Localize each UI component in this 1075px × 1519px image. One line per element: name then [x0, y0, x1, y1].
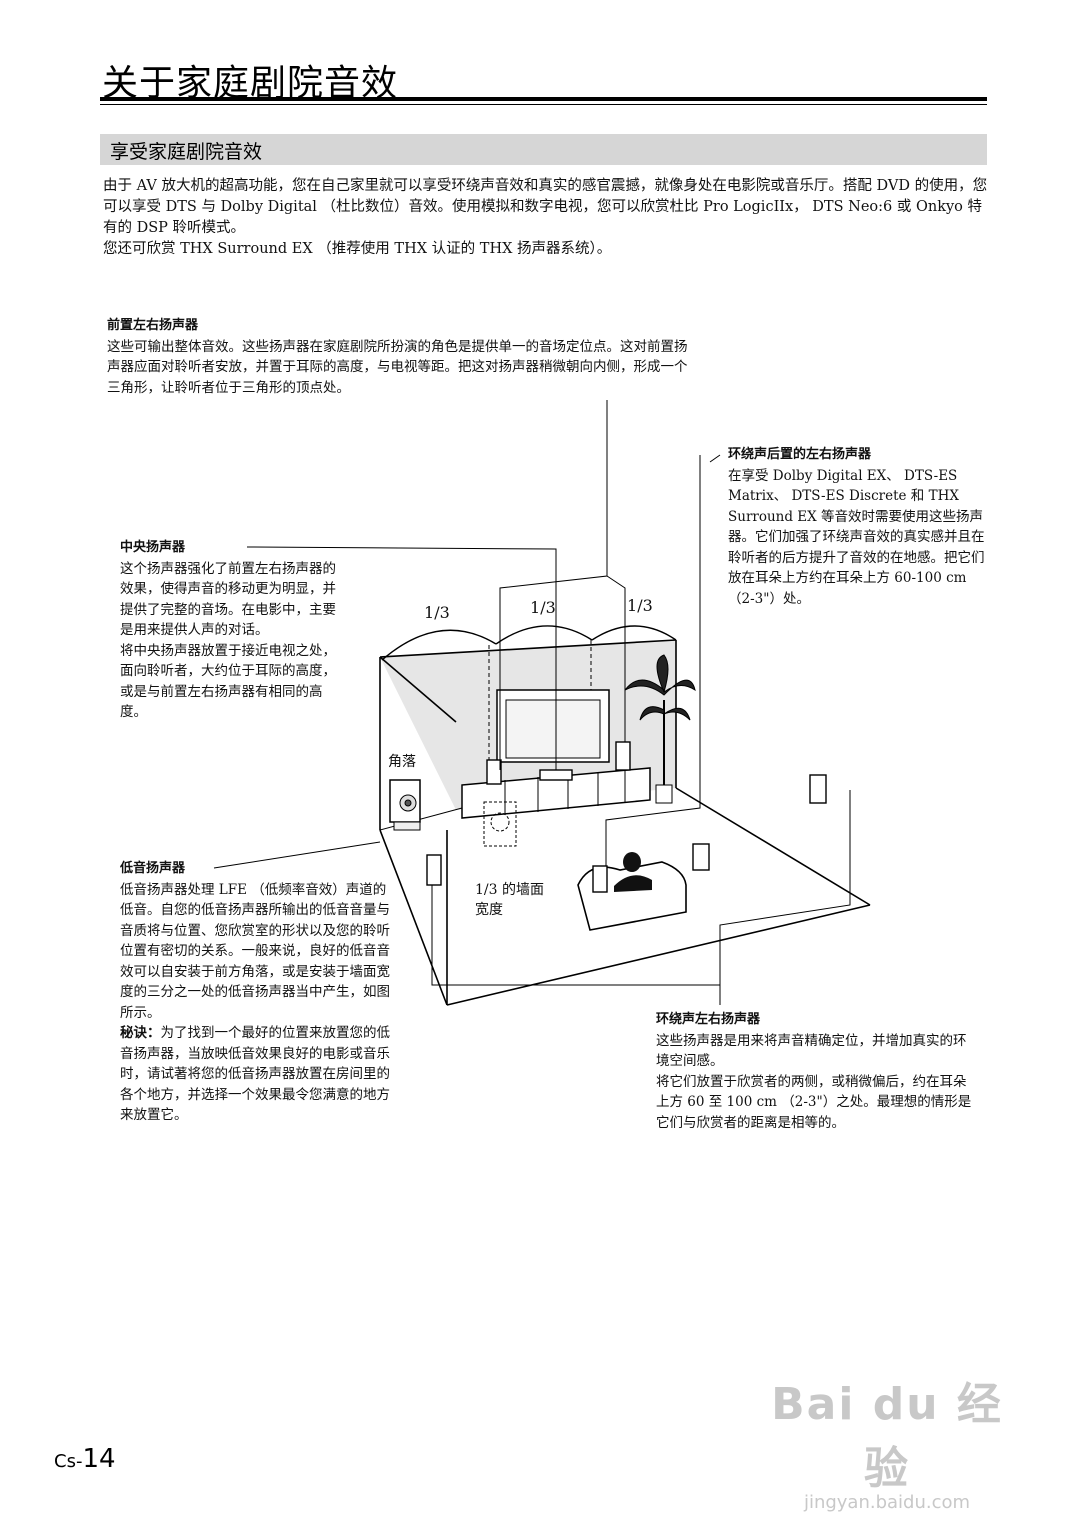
front-speakers-block: 前置左右扬声器 这些可输出整体音效。这些扬声器在家庭剧院所扮演的角色是提供单一的…: [107, 316, 692, 398]
third-dash-lines: [488, 640, 592, 770]
subwoofer-heading: 低音扬声器: [120, 861, 186, 876]
leader-lines: [213, 400, 851, 1005]
center-body-1: 这个扬声器强化了前置左右扬声器的效果，使得声音的移动更为明显，并提供了完整的音场…: [120, 560, 336, 639]
surround-back-heading: 环绕声后置的左右扬声器: [728, 447, 872, 462]
third-mark-middle: 1/3: [530, 598, 556, 617]
intro-paragraph: 您还可欣赏 THX Surround EX （推荐使用 THX 认证的 THX …: [103, 241, 612, 257]
watermark-url: jingyan.baidu.com: [803, 1492, 971, 1513]
subwoofer-block: 低音扬声器 低音扬声器处理 LFE （低频率音效）声道的低音。自您的低音扬声器所…: [120, 859, 390, 1126]
page-number: Cs-14: [54, 1444, 116, 1474]
third-den: 3: [545, 598, 556, 617]
subwoofer-corner-icon: [389, 779, 421, 831]
surround-block: 环绕声左右扬声器 这些扬声器是用来将声音精确定位，并增加真实的环境空间感。 将它…: [656, 1010, 978, 1133]
third-mark-right: 1/3: [627, 596, 653, 615]
third-den: 3: [642, 596, 653, 615]
section-header: 享受家庭剧院音效: [100, 134, 987, 165]
third-num: 1: [530, 598, 541, 617]
subwoofer-body: 低音扬声器处理 LFE （低频率音效）声道的低音。自您的低音扬声器所输出的低音音…: [120, 881, 390, 1021]
surround-body-2: 将它们放置于欣赏者的两侧，或稍微偏后，约在耳朵上方 60 至 100 cm （2…: [656, 1073, 972, 1131]
center-speaker-block: 中央扬声器 这个扬声器强化了前置左右扬声器的效果，使得声音的移动更为明显，并提供…: [120, 538, 342, 723]
subwoofer-tip: 秘诀：为了找到一个最好的位置来放置您的低音扬声器，当放映低音效果良好的电影或音乐…: [120, 1023, 390, 1126]
corner-label: 角落: [388, 754, 416, 770]
subwoofer-third-icon: [483, 801, 517, 847]
surround-body-1: 这些扬声器是用来将声音精确定位，并增加真实的环境空间感。: [656, 1032, 967, 1070]
page-num: 14: [82, 1444, 116, 1474]
title-rule-thick: [100, 97, 987, 101]
third-mark-left: 1/3: [424, 603, 450, 622]
surround-back-body: 在享受 Dolby Digital EX、 DTS-ES Matrix、 DTS…: [728, 467, 985, 607]
title-rule-thin: [100, 104, 987, 105]
page-prefix: Cs-: [54, 1451, 83, 1472]
third-num: 1: [627, 596, 638, 615]
intro-text: 由于 AV 放大机的超高功能，您在自己家里就可以享受环绕声音效和真实的感官震撼，…: [103, 176, 988, 260]
watermark-logo: Bai du 经验: [771, 1379, 1003, 1494]
room-outline: [379, 639, 871, 1006]
surround-back-block: 环绕声后置的左右扬声器 在享受 Dolby Digital EX、 DTS-ES…: [728, 445, 990, 609]
third-arcs: [381, 625, 677, 661]
intro-paragraph: 由于 AV 放大机的超高功能，您在自己家里就可以享受环绕声音效和真实的感官震撼，…: [103, 178, 988, 236]
surround-heading: 环绕声左右扬声器: [656, 1012, 761, 1027]
center-heading: 中央扬声器: [120, 540, 186, 555]
center-body-2: 将中央扬声器放置于接近电视之处，面向聆听者，大约位于耳际的高度，或是与前置左右扬…: [120, 642, 336, 721]
third-den: 3: [439, 603, 450, 622]
tv-and-rack: [461, 689, 651, 819]
tip-body: 为了找到一个最好的位置来放置您的低音扬声器，当放映低音效果良好的电影或音乐时，请…: [120, 1025, 390, 1123]
third-wall-label: 1/3 的墙面宽度: [475, 882, 544, 918]
plant-icon: [624, 654, 696, 804]
tip-label: 秘诀：: [120, 1025, 161, 1041]
section-title: 享受家庭剧院音效: [110, 141, 263, 163]
watermark: Bai du 经验 jingyan.baidu.com: [762, 1368, 1012, 1513]
surround-speakers: [426, 774, 827, 893]
third-num: 1: [424, 603, 435, 622]
front-body: 这些可输出整体音效。这些扬声器在家庭剧院所扮演的角色是提供单一的音场定位点。这对…: [107, 338, 688, 396]
front-heading: 前置左右扬声器: [107, 318, 199, 333]
